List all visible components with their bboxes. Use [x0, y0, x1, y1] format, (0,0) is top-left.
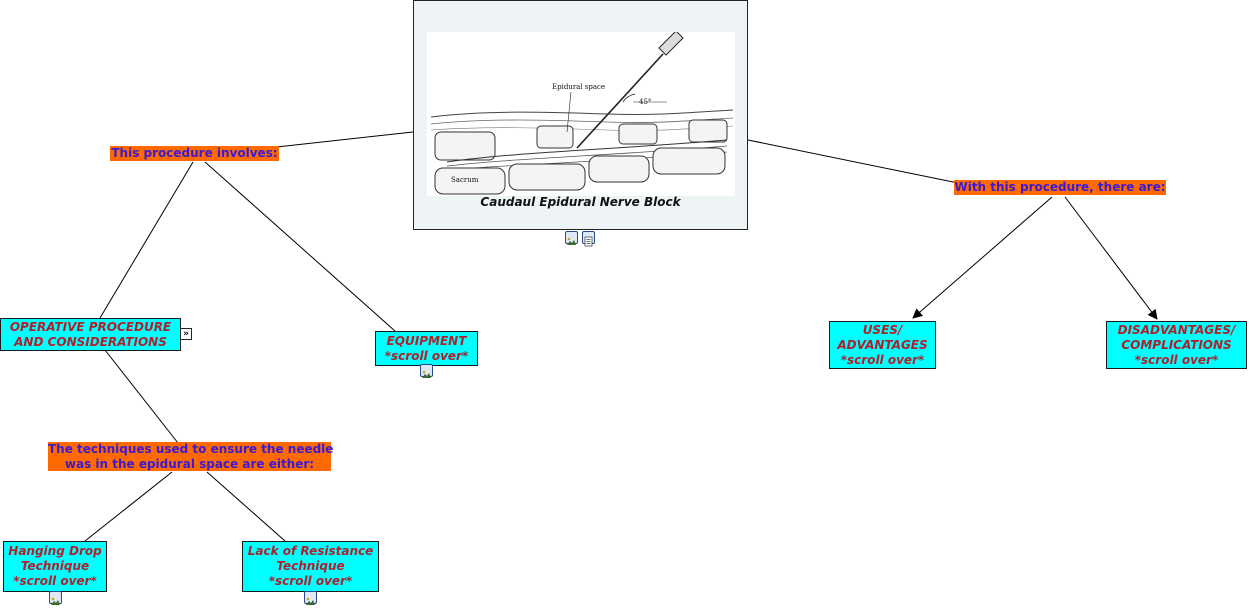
node-hanging-drop[interactable]: Hanging Drop Technique *scroll over* — [3, 541, 107, 592]
linker-techniques-line1: The techniques used to ensure the needle — [48, 442, 334, 456]
node-disadvantages-line2: COMPLICATIONS — [1121, 337, 1232, 352]
node-equipment-line1: EQUIPMENT — [386, 333, 467, 348]
linker-techniques-line2: was in the epidural space are either: — [64, 457, 315, 471]
node-operative-line1: OPERATIVE PROCEDURE — [9, 319, 172, 334]
node-uses-advantages[interactable]: USES/ ADVANTAGES *scroll over* — [829, 321, 936, 369]
linker-techniques[interactable]: The techniques used to ensure the needle… — [48, 442, 334, 471]
image-resource-icon[interactable] — [420, 364, 433, 378]
line-operative-techniques — [104, 349, 179, 444]
expand-icon[interactable]: » — [180, 328, 192, 340]
linker-this-procedure-involves[interactable]: This procedure involves: — [110, 146, 279, 161]
line-there-are-disadvantages — [1064, 196, 1158, 320]
node-disadvantages-line1: DISADVANTAGES/ — [1117, 322, 1236, 337]
line-techniques-hanging — [84, 471, 173, 542]
line-center-there-are — [747, 139, 959, 184]
node-disadvantages-line3: *scroll over* — [1134, 352, 1219, 367]
node-hanging-line1: Hanging Drop — [8, 544, 102, 558]
node-operative-line2: AND CONSIDERATIONS — [14, 334, 167, 349]
document-resource-icon[interactable] — [582, 231, 595, 247]
node-equipment[interactable]: EQUIPMENT *scroll over* — [375, 331, 478, 366]
line-there-are-uses — [912, 196, 1053, 319]
node-lor-line2: Technique — [276, 559, 345, 573]
svg-text:45°: 45° — [639, 98, 651, 106]
image-resource-icon[interactable] — [49, 591, 62, 605]
node-equipment-line2: *scroll over* — [384, 348, 469, 363]
center-concept-card[interactable]: Epidural space 45° Sacrum Caudaul Epidur… — [413, 0, 748, 230]
svg-text:Epidural space: Epidural space — [552, 83, 605, 91]
svg-text:Sacrum: Sacrum — [451, 176, 479, 184]
line-involves-equipment — [204, 161, 396, 332]
node-uses-line3: *scroll over* — [840, 352, 925, 367]
node-uses-line2: ADVANTAGES — [837, 337, 928, 352]
node-lor-line1: Lack of Resistance — [247, 544, 374, 558]
node-uses-line1: USES/ — [862, 322, 903, 337]
node-hanging-line2: Technique — [20, 559, 90, 573]
epidural-illustration: Epidural space 45° Sacrum — [427, 30, 735, 196]
line-involves-operative — [99, 161, 194, 319]
node-operative-procedure[interactable]: OPERATIVE PROCEDURE AND CONSIDERATIONS — [0, 318, 181, 351]
image-resource-icon[interactable] — [565, 231, 578, 245]
node-hanging-line3: *scroll over* — [13, 574, 97, 588]
linker-with-this-procedure[interactable]: With this procedure, there are: — [954, 180, 1166, 195]
center-title: Caudaul Epidural Nerve Block — [480, 195, 681, 209]
image-resource-icon[interactable] — [304, 591, 317, 605]
node-lor-line3: *scroll over* — [268, 574, 353, 588]
line-techniques-lor — [206, 471, 286, 542]
node-disadvantages-complications[interactable]: DISADVANTAGES/ COMPLICATIONS *scroll ove… — [1106, 321, 1247, 369]
node-lack-of-resistance[interactable]: Lack of Resistance Technique *scroll ove… — [242, 541, 379, 592]
